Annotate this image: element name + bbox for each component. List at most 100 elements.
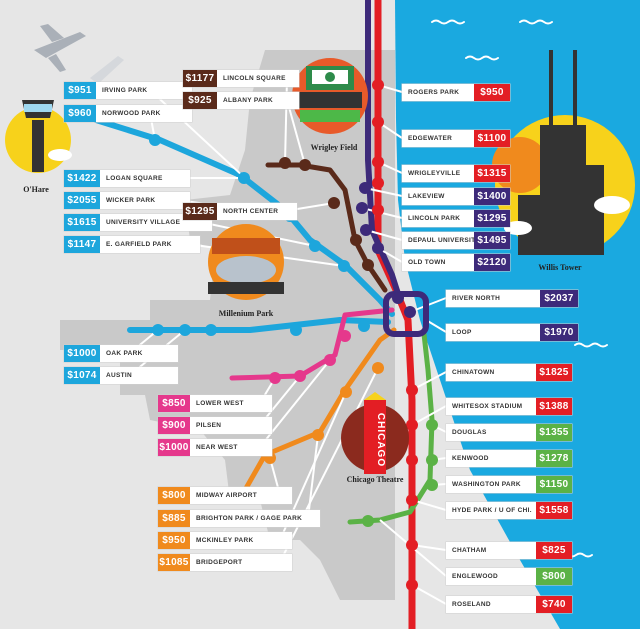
rent-price: $1422 — [64, 170, 100, 187]
rent-price: $1295 — [183, 203, 217, 220]
station-dot — [358, 320, 370, 332]
labels_right-label: CHINATOWN $1825 — [446, 364, 572, 381]
labels_right-label: DEPAUL UNIVERSITY$1495 — [402, 232, 510, 249]
rent-price: $2120 — [474, 254, 510, 271]
labels_left-label: $1147 E. GARFIELD PARK — [64, 236, 200, 253]
wrigley-field-landmark — [292, 58, 368, 134]
neighborhood-name: LAKEVIEW — [408, 193, 445, 200]
station-dot — [362, 259, 374, 271]
station-dot — [372, 116, 384, 128]
station-dot — [294, 370, 306, 382]
neighborhood-name: ENGLEWOOD — [452, 573, 499, 580]
station-dot — [279, 157, 291, 169]
theatre-marquee-icon — [364, 392, 386, 474]
rent-price: $1970 — [540, 324, 578, 341]
rent-price: $1825 — [536, 364, 572, 381]
labels_right-label: RIVER NORTH$2037 — [446, 290, 578, 307]
rent-price: $850 — [158, 395, 190, 412]
labels_right-label: KENWOOD$1278 — [446, 450, 572, 467]
rent-price: $1388 — [536, 398, 572, 415]
station-dot — [269, 372, 281, 384]
rent-price: $1400 — [474, 188, 510, 205]
connector-line — [411, 371, 447, 391]
connector-line — [411, 405, 447, 426]
neighborhood-name: LOWER WEST — [196, 400, 244, 407]
blue-line — [77, 112, 395, 317]
labels_right-label: ROGERS PARK$950 — [402, 84, 510, 101]
station-dot — [340, 386, 352, 398]
station-dot — [328, 197, 340, 209]
rent-price: $1100 — [474, 130, 510, 147]
labels_right-label: ROSELAND $740 — [446, 596, 572, 613]
labels_right-label: DOUGLAS$1355 — [446, 424, 572, 441]
station-dot — [299, 159, 311, 171]
rent-price: $885 — [158, 510, 190, 527]
chicago-theatre-landmark — [341, 392, 409, 474]
control-tower-icon — [22, 100, 54, 172]
station-dot — [360, 224, 372, 236]
rent-price: $800 — [536, 568, 572, 585]
station-dot — [406, 494, 418, 506]
theatre-sign-text: CHICAGO — [375, 413, 386, 467]
neighborhood-name: EDGEWATER — [408, 135, 453, 142]
connector-line — [364, 187, 403, 197]
station-dot — [312, 429, 324, 441]
neighborhood-name: NEAR WEST — [196, 444, 238, 451]
station-dot — [392, 292, 404, 304]
airplane-shadow-icon — [90, 56, 124, 84]
airplane-icon — [34, 24, 86, 72]
neighborhood-name: OLD TOWN — [408, 259, 446, 266]
station-dot — [152, 324, 164, 336]
rent-price: $2037 — [540, 290, 578, 307]
neighborhood-name: CHATHAM — [452, 547, 487, 554]
rent-price: $1315 — [474, 165, 510, 182]
station-dot — [179, 324, 191, 336]
lake-waves — [431, 19, 608, 558]
millenium-caption: Millenium Park — [219, 309, 274, 318]
rent-price: $900 — [158, 417, 190, 434]
neighborhood-name: LOGAN SQUARE — [106, 175, 163, 182]
neighborhood-name: OAK PARK — [106, 350, 143, 357]
connector-line — [279, 367, 379, 563]
neighborhood-name: LOOP — [452, 329, 472, 336]
neighborhood-name: IRVING PARK — [102, 87, 148, 94]
station-dot — [238, 172, 250, 184]
bean-sculpture-icon — [208, 238, 284, 294]
neighborhood-name: ALBANY PARK — [223, 97, 274, 104]
rent-price: $740 — [536, 596, 572, 613]
neighborhood-name: ROSELAND — [452, 601, 491, 608]
rent-price: $1074 — [64, 367, 100, 384]
rent-price: $1558 — [536, 502, 572, 519]
rent-price: $950 — [474, 84, 510, 101]
neighborhood-name: NORWOOD PARK — [102, 110, 161, 117]
wrigley-caption: Wrigley Field — [311, 143, 358, 152]
rent-price: $800 — [158, 487, 190, 504]
station-dot — [359, 182, 371, 194]
labels_right-label: HYDE PARK / U OF CHI.$1558 — [446, 502, 572, 519]
neighborhood-name: KENWOOD — [452, 455, 489, 462]
station-dot — [406, 539, 418, 551]
rent-price: $1495 — [474, 232, 510, 249]
neighborhood-name: WICKER PARK — [106, 197, 156, 204]
neighborhood-name: LINCOLN PARK — [408, 215, 461, 222]
labels_left-label: $850 LOWER WEST — [158, 395, 272, 412]
station-dot — [350, 234, 362, 246]
station-dot — [338, 260, 350, 272]
neighborhood-name: E. GARFIELD PARK — [106, 241, 172, 248]
station-dot — [406, 419, 418, 431]
willis-caption: Willis Tower — [538, 263, 582, 272]
rent-price: $1147 — [64, 236, 100, 253]
station-dot — [324, 354, 336, 366]
station-dot — [372, 204, 384, 216]
neighborhood-name: CHINATOWN — [452, 369, 495, 376]
ohare-caption: O'Hare — [23, 185, 49, 194]
